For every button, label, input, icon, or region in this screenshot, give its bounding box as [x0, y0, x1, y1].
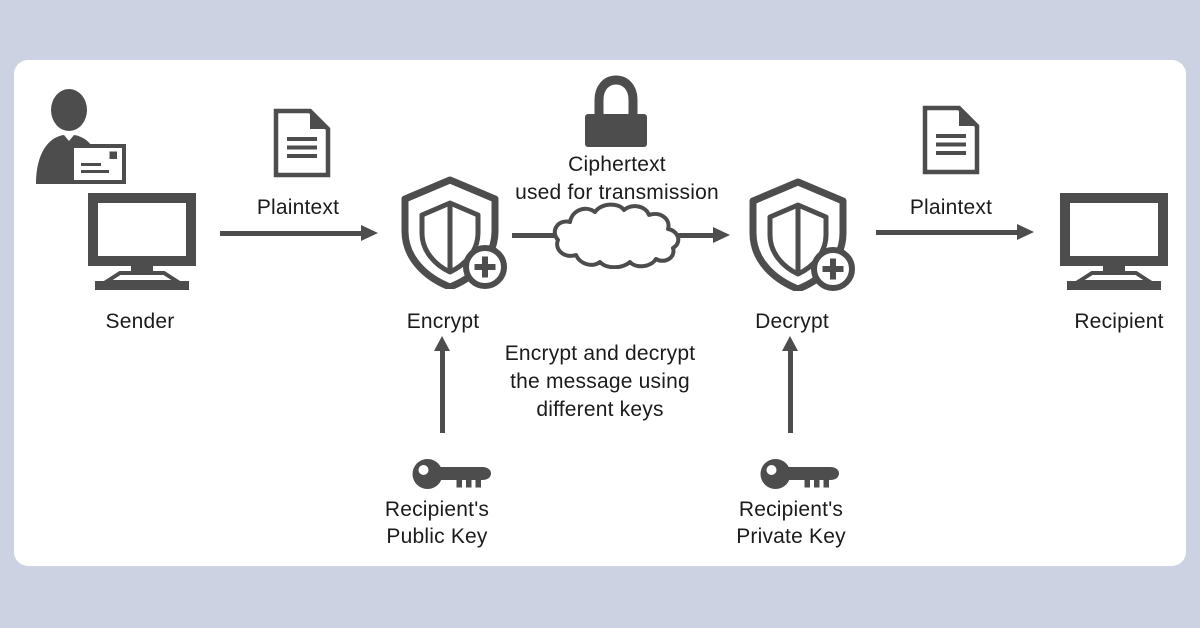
public-key-line2: Public Key — [386, 525, 488, 548]
private-key-line1: Recipient's — [738, 498, 844, 521]
note-line1: Encrypt and decrypt — [504, 342, 696, 365]
plaintext-right-label: Plaintext — [910, 194, 992, 222]
arrow-up-icon — [782, 336, 798, 433]
public-key-line1: Recipient's — [384, 498, 490, 521]
arrow-shaft — [876, 229, 1020, 235]
key-icon — [412, 453, 492, 491]
encrypt-label: Encrypt — [407, 308, 480, 336]
ciphertext-line2: used for transmission — [515, 181, 719, 204]
ciphertext-line1: Ciphertext — [568, 153, 666, 176]
shield-plus-icon — [396, 175, 508, 289]
arrow-right-icon — [876, 224, 1034, 240]
decrypt-label-text: Decrypt — [755, 310, 829, 333]
ciphertext-label: Ciphertext used for transmission — [515, 151, 719, 207]
note-line3: different keys — [536, 398, 664, 421]
arrow-shaft — [220, 230, 364, 236]
arrow-head — [434, 336, 450, 351]
document-icon — [272, 108, 332, 178]
arrow-head — [361, 225, 378, 241]
computer-monitor-icon — [1060, 193, 1168, 290]
padlock-icon — [585, 75, 647, 147]
plaintext-right-text: Plaintext — [909, 196, 993, 219]
cloud-icon — [552, 202, 681, 269]
note-line2: the message using — [510, 370, 690, 393]
arrow-head — [782, 336, 798, 351]
recipient-label: Recipient — [1074, 308, 1163, 336]
private-key-label: Recipient's Private Key — [736, 496, 846, 550]
sender-label: Sender — [106, 308, 175, 336]
encrypt-label-text: Encrypt — [406, 310, 480, 333]
arrow-head — [1017, 224, 1034, 240]
computer-monitor-icon — [88, 193, 196, 290]
arrow-right-icon — [220, 225, 378, 241]
arrow-head — [713, 227, 730, 243]
decrypt-label: Decrypt — [755, 308, 829, 336]
plaintext-left-text: Plaintext — [256, 196, 340, 219]
shield-plus-icon — [744, 177, 856, 291]
public-key-label: Recipient's Public Key — [385, 496, 489, 550]
arrow-shaft — [787, 349, 793, 433]
arrow-shaft — [439, 349, 445, 433]
arrow-up-icon — [434, 336, 450, 433]
key-icon — [760, 453, 840, 491]
key-usage-note: Encrypt and decrypt the message using di… — [505, 340, 696, 424]
recipient-label-text: Recipient — [1074, 310, 1164, 333]
private-key-line2: Private Key — [736, 525, 846, 548]
person-envelope-icon — [36, 89, 126, 184]
sender-label-text: Sender — [105, 310, 175, 333]
document-icon — [921, 105, 981, 175]
plaintext-left-label: Plaintext — [257, 194, 339, 222]
